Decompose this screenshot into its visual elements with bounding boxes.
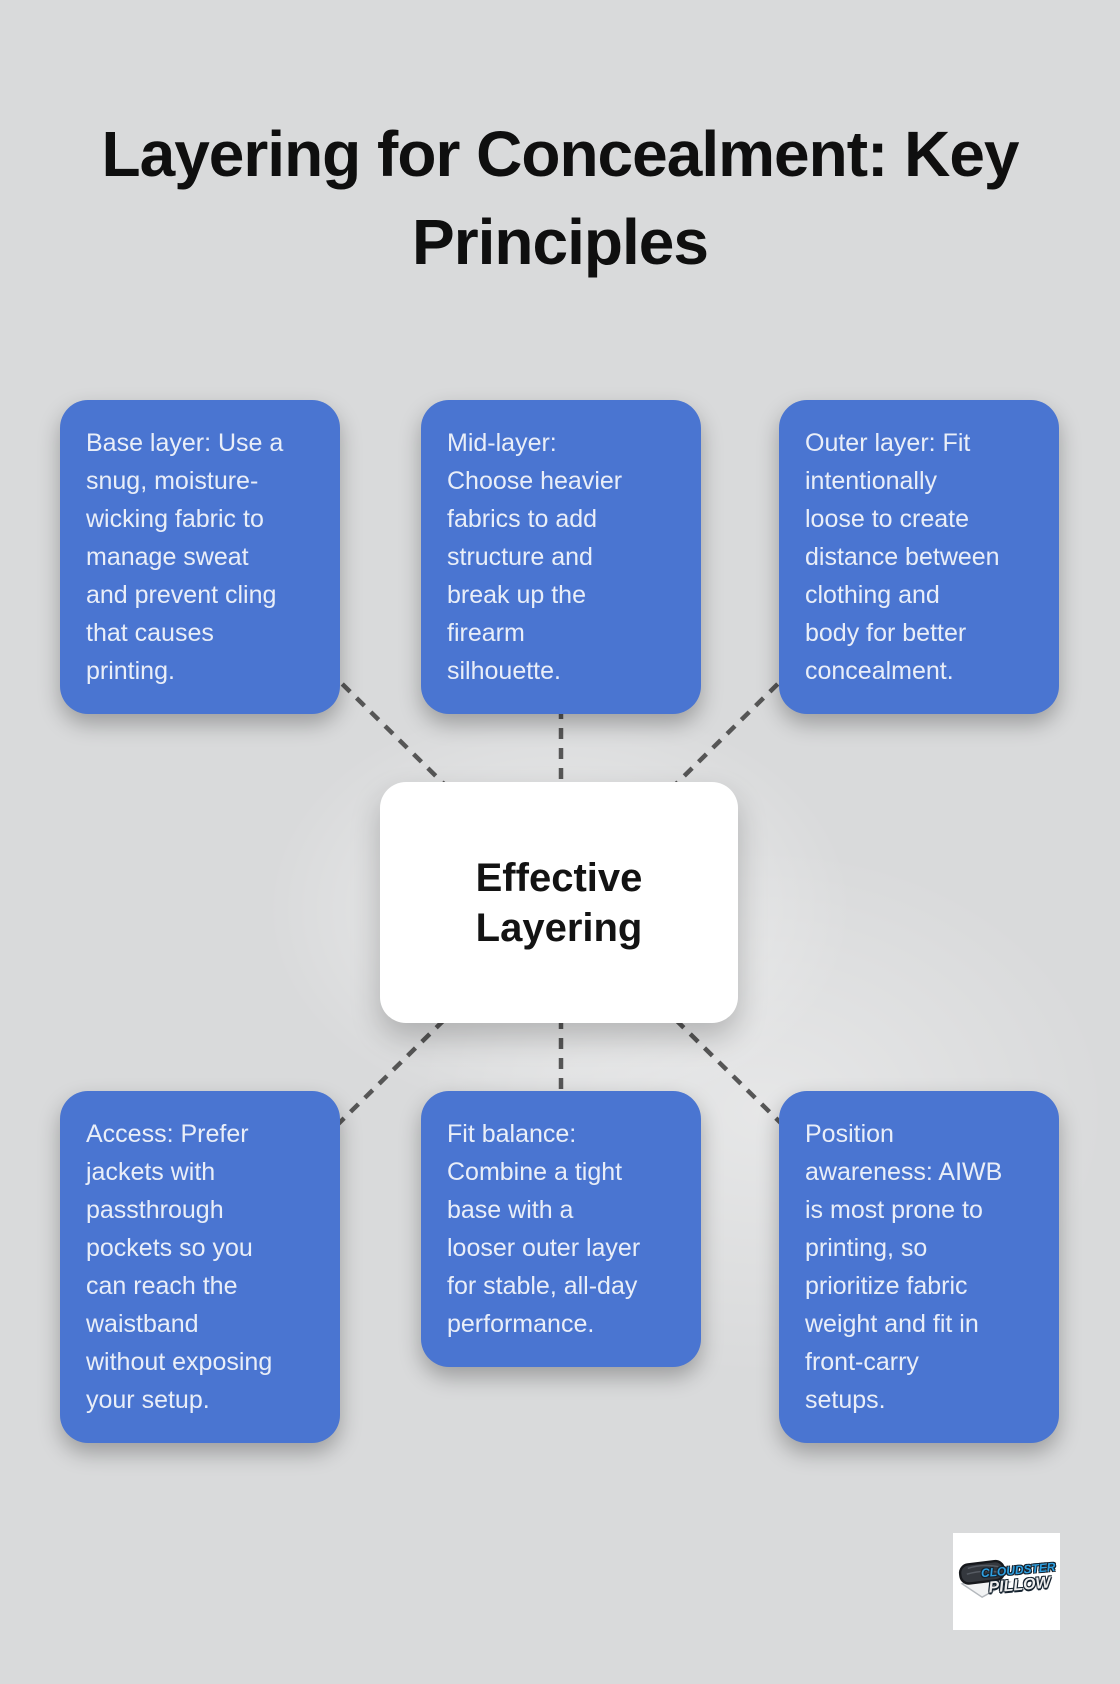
pillow-icon	[958, 1559, 1012, 1599]
node-outer-layer: Outer layer: Fit intentionally loose to …	[779, 400, 1059, 714]
connector-line	[326, 668, 446, 786]
node-fit-balance-text: Fit balance: Combine a tight base with a…	[447, 1120, 641, 1338]
node-position-awareness: Position awareness: AIWB is most prone t…	[779, 1091, 1059, 1443]
node-position-awareness-text: Position awareness: AIWB is most prone t…	[805, 1120, 1003, 1414]
node-fit-balance: Fit balance: Combine a tight base with a…	[421, 1091, 701, 1367]
page-title: Layering for Concealment: Key Principles	[101, 118, 1020, 278]
node-access-text: Access: Prefer jackets with passthrough …	[86, 1120, 273, 1414]
node-mid-layer-text: Mid-layer: Choose heavier fabrics to add…	[447, 429, 623, 685]
logo-text: CLOUDSTER PILLOW	[979, 1560, 1059, 1598]
connector-line	[674, 1018, 794, 1136]
node-base-layer: Base layer: Use a snug, moisture- wickin…	[60, 400, 340, 714]
node-mid-layer: Mid-layer: Choose heavier fabrics to add…	[421, 400, 701, 714]
center-node-label: Effective Layering	[475, 855, 643, 950]
connector-line	[326, 1018, 446, 1136]
center-node-effective-layering: Effective Layering	[380, 782, 738, 1023]
node-access: Access: Prefer jackets with passthrough …	[60, 1091, 340, 1443]
logo-cloudster-pillow: CLOUDSTER PILLOW	[953, 1533, 1060, 1630]
connector-line	[674, 668, 794, 786]
node-outer-layer-text: Outer layer: Fit intentionally loose to …	[805, 429, 1000, 685]
node-base-layer-text: Base layer: Use a snug, moisture- wickin…	[86, 429, 284, 685]
